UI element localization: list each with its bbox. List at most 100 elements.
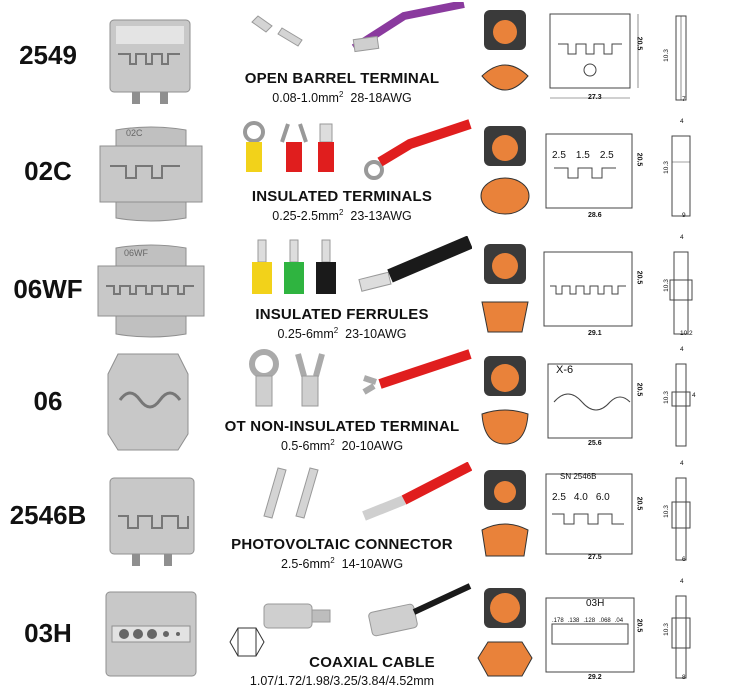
die-code: 06: [33, 386, 63, 416]
side-width: 4: [692, 392, 696, 399]
terminal-name: INSULATED FERRULES: [255, 306, 429, 323]
die-side-view: [675, 15, 687, 101]
crimp-profile-icon: [481, 10, 529, 91]
terminal-spec: 0.25-2.5mm2 23-13AWG: [272, 208, 412, 224]
die-engraving: SN 2546B: [560, 472, 597, 481]
dim-height: 20.5: [635, 36, 643, 51]
terminal-name: INSULATED TERMINALS: [251, 188, 433, 205]
die-dimension-drawing: [547, 363, 633, 439]
side-width: 8: [682, 674, 686, 681]
terminal-name: OT NON-INSULATED TERMINAL: [224, 418, 460, 435]
side-height: 10.3: [662, 279, 670, 292]
die-code: 02C: [24, 156, 72, 186]
crimp-die-image: [109, 19, 191, 104]
crimp-profile-icon: [481, 356, 529, 445]
dim-width: 28.6: [588, 212, 602, 219]
side-height: 10.3: [662, 623, 670, 636]
side-top: 4: [680, 460, 684, 467]
dim-height: 20.5: [635, 152, 643, 167]
die-dimension-drawing: [549, 13, 639, 99]
side-top: 4: [680, 578, 684, 585]
side-top: 4: [680, 346, 684, 353]
die-values: .178 .138 .128 .068 .04: [552, 618, 623, 624]
crimp-die-image: [107, 353, 189, 451]
crimp-profile-icon: [477, 588, 533, 677]
die-dimension-drawing: [545, 473, 633, 555]
die-value: 4.0: [573, 492, 588, 503]
die-values: 2.5 4.0 6.0: [552, 492, 610, 503]
dim-width: 25.6: [588, 440, 602, 447]
bnc-connector-product-image: [263, 583, 472, 637]
side-width: 9: [682, 212, 686, 219]
die-value: 2.5: [552, 150, 566, 161]
dim-width: 27.3: [588, 94, 602, 101]
die-values: 2.5 1.5 2.5: [552, 150, 614, 161]
dim-height: 20.5: [635, 618, 643, 633]
side-top: 4: [680, 118, 684, 125]
crimp-profile-icon: [481, 244, 529, 333]
die-code: 2546B: [9, 500, 87, 530]
terminal-spec: 1.07/1.72/1.98/3.25/3.84/4.52mm: [249, 674, 435, 688]
side-top: 4: [680, 234, 684, 241]
die-engraving: 03H: [586, 598, 605, 609]
crimp-die-image: [109, 477, 195, 566]
die-dimension-drawing: [543, 251, 633, 327]
die-value: .128: [583, 618, 596, 624]
terminal-name: OPEN BARREL TERMINAL: [244, 70, 440, 87]
die-value: 1.5: [575, 150, 590, 161]
die-code: 03H: [24, 618, 72, 648]
side-height: 10.3: [662, 49, 670, 62]
die-row-2546b: 2546B PHOTOVOLTAIC CONNECTOR 2.5-6mm2 14…: [0, 460, 736, 572]
ring-terminal-product-image: [249, 349, 472, 407]
terminal-name: PHOTOVOLTAIC CONNECTOR: [231, 536, 453, 553]
die-value: 6.0: [595, 492, 610, 503]
ferrule-product-image: [252, 236, 472, 294]
dim-width: 27.5: [588, 554, 602, 561]
terminal-product-image: [251, 2, 465, 53]
dim-height: 20.5: [635, 382, 643, 397]
dim-width: 29.2: [588, 674, 602, 681]
dim-width: 29.1: [588, 330, 602, 337]
die-side-view: [671, 477, 691, 561]
die-value: .068: [599, 618, 611, 624]
side-height: 10.3: [662, 391, 670, 404]
side-height: 10.3: [662, 161, 670, 174]
crimp-profile-icon: [480, 126, 530, 215]
crimp-profile-icon: [481, 470, 529, 557]
hexagon-icon: [229, 627, 265, 657]
die-engraving: 02C: [126, 128, 143, 138]
terminal-product-image: [243, 119, 472, 180]
crimp-die-image: [105, 591, 197, 677]
die-row-06: 06 OT NON-INSULATED TERMINAL 0.5-6mm2 20…: [0, 346, 736, 458]
die-value: 2.5: [552, 492, 566, 503]
side-width: 6: [682, 556, 686, 563]
dim-height: 20.5: [635, 496, 643, 511]
die-side-view: [671, 363, 691, 447]
side-height: 10.3: [662, 505, 670, 518]
die-side-view: [671, 135, 691, 217]
dim-height: 20.5: [635, 270, 643, 285]
side-width: 10.2: [680, 330, 693, 337]
crimp-die-image: [97, 244, 205, 338]
die-dimension-drawing: [545, 133, 633, 209]
die-engraving: 06WF: [124, 248, 149, 258]
terminal-spec: 0.08-1.0mm2 28-18AWG: [272, 90, 412, 106]
die-row-2549: 2549 OPEN BARREL TERMINAL 0.08-1.0mm2 28…: [0, 0, 736, 112]
crimp-die-image: [99, 126, 203, 222]
die-row-02c: 02C 02C INSULATED TERMINALS 0.25-2.5mm2 …: [0, 116, 736, 228]
side-width: 7: [682, 96, 686, 103]
die-value: .138: [567, 618, 580, 624]
die-engraving: X-6: [556, 364, 574, 376]
die-value: .178: [552, 618, 564, 624]
terminal-name: COAXIAL CABLE: [309, 654, 435, 671]
terminal-spec: 2.5-6mm2 14-10AWG: [280, 556, 404, 572]
pv-connector-product-image: [263, 462, 472, 521]
die-row-03h: 03H COAXIAL CABLE 1.07/1.72/1.98/3.25/3.…: [0, 578, 736, 690]
die-value: 2.5: [599, 150, 614, 161]
terminal-spec: 0.25-6mm2 23-10AWG: [277, 326, 407, 342]
die-code: 06WF: [13, 274, 83, 304]
die-side-view: [669, 251, 693, 335]
die-row-06wf: 06WF 06WF INSULATED FERRULES 0.25-6mm2 2…: [0, 234, 736, 346]
die-dimension-drawing: [545, 597, 635, 673]
die-code: 2549: [19, 40, 77, 70]
